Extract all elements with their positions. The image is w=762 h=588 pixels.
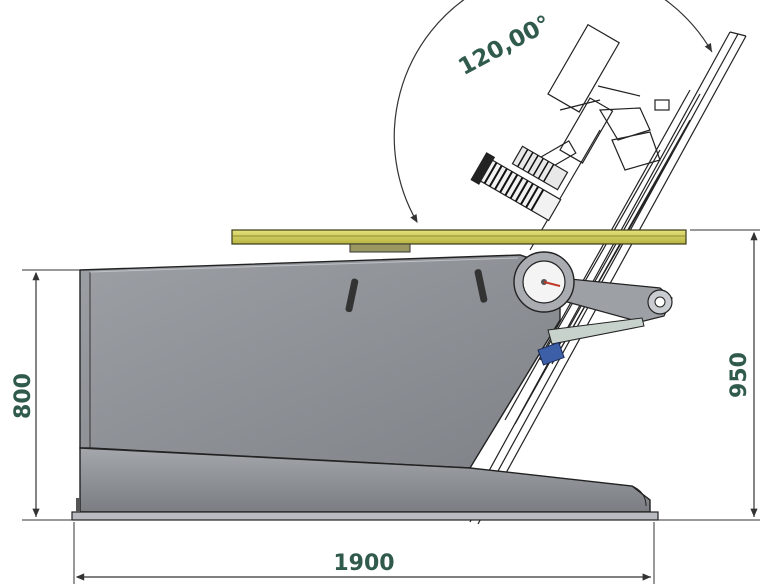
horizontal-table bbox=[231, 229, 687, 253]
tilted-motor bbox=[470, 145, 569, 222]
tilt-pivot bbox=[513, 251, 575, 313]
positioner-body bbox=[71, 254, 659, 521]
tilt-cylinder bbox=[537, 277, 673, 366]
width-dimension: 1900 bbox=[73, 522, 655, 584]
left-height-label: 800 bbox=[11, 373, 36, 419]
angle-label: 120,00° bbox=[454, 11, 555, 81]
tilted-head-assembly bbox=[533, 23, 670, 174]
left-height-dimension: 800 bbox=[11, 269, 80, 521]
right-height-label: 950 bbox=[727, 352, 752, 398]
angle-dimension: 120,00° bbox=[393, 0, 713, 224]
width-label: 1900 bbox=[333, 551, 394, 576]
right-height-dimension: 950 bbox=[658, 229, 760, 521]
angle-indicator-needle bbox=[543, 281, 561, 287]
